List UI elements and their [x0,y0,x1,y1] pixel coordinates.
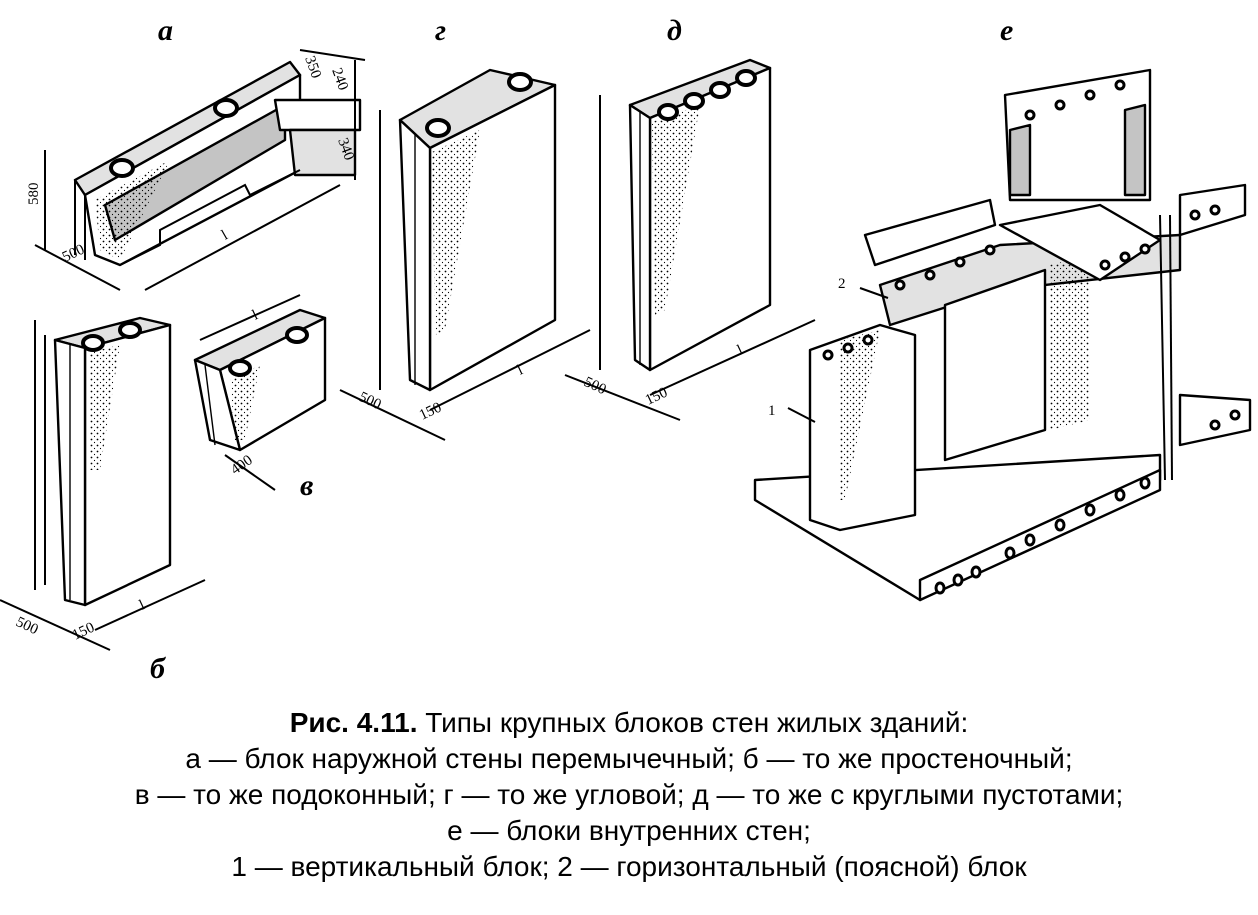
dim-b-l: l [137,597,148,613]
dim-a-580: 580 [26,183,42,206]
block-g-corner [339,68,591,441]
dim-a-240: 240 [328,66,351,93]
figure-drawing: а б в г д е 580 500 350 240 340 l 500 15… [0,14,1252,685]
caption-title-text: Типы крупных блоков стен жилых зданий: [425,707,969,738]
caption-line-5: 1 — вертикальный блок; 2 — горизонтальны… [231,851,1027,882]
label-e: е [1000,14,1013,47]
label-b: б [150,652,166,685]
assembly-e-internal-walls [753,68,1252,602]
block-v-sill [193,294,327,491]
label-v: в [300,469,313,502]
caption-line-4: е — блоки внутренних стен; [447,815,811,846]
callout-1: 1 [768,403,776,419]
dim-d-l: l [735,342,746,358]
block-a-lintel [34,49,366,291]
dim-g-l: l [515,362,526,378]
label-d: д [667,14,682,47]
label-a: а [158,14,173,47]
dim-b-150: 150 [70,620,97,644]
caption-line-2: а — блок наружной стены перемычечный; б … [185,743,1073,774]
caption-line-title: Рис. 4.11. Типы крупных блоков стен жилы… [0,705,1258,741]
dim-a-340: 340 [334,136,357,163]
label-g: г [435,14,446,47]
dim-d-500: 500 [581,374,608,398]
dim-g-150: 150 [417,400,444,424]
block-d-round-voids [564,58,816,421]
dim-a-l: l [219,228,231,244]
caption-line-3: в — то же подоконный; г — то же угловой;… [134,779,1124,810]
figure-caption: Рис. 4.11. Типы крупных блоков стен жилы… [0,705,1258,885]
block-b-pier [0,316,206,651]
callout-2: 2 [838,276,846,292]
dim-a-350: 350 [301,54,324,81]
dim-a-500: 500 [60,242,87,266]
caption-figure-number: Рис. 4.11. [289,707,418,738]
dim-b-500: 500 [13,614,40,638]
dim-v-l: l [250,307,261,323]
